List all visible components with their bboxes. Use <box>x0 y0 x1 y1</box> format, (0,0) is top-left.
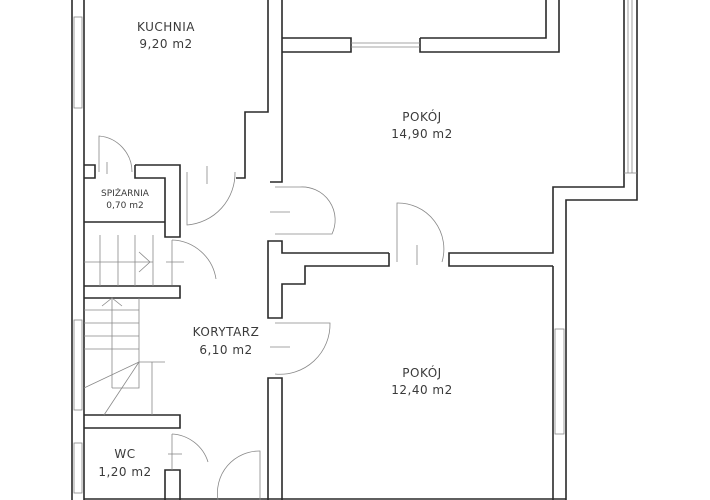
room-wc: WC 1,20 m2 <box>98 447 151 479</box>
room-pokoj-2: POKÓJ 12,40 m2 <box>391 365 453 397</box>
stairs <box>83 235 165 416</box>
room-spizarnia: SPIŻARNIA 0,70 m2 <box>101 188 150 211</box>
room-name: KORYTARZ <box>193 325 260 339</box>
room-area: 14,90 m2 <box>391 127 453 141</box>
room-name: WC <box>114 447 135 461</box>
windows <box>73 0 637 494</box>
room-area: 0,70 m2 <box>106 201 143 211</box>
room-korytarz: KORYTARZ 6,10 m2 <box>193 325 260 357</box>
room-name: SPIŻARNIA <box>101 188 150 199</box>
room-pokoj-1: POKÓJ 14,90 m2 <box>391 109 453 141</box>
room-name: KUCHNIA <box>137 20 195 34</box>
room-name: POKÓJ <box>402 365 441 380</box>
room-area: 12,40 m2 <box>391 383 453 397</box>
room-area: 6,10 m2 <box>199 343 252 357</box>
room-kuchnia: KUCHNIA 9,20 m2 <box>137 20 195 51</box>
walls <box>71 0 638 500</box>
room-name: POKÓJ <box>402 109 441 124</box>
room-area: 1,20 m2 <box>98 465 151 479</box>
doors <box>98 135 445 500</box>
room-area: 9,20 m2 <box>139 37 192 51</box>
